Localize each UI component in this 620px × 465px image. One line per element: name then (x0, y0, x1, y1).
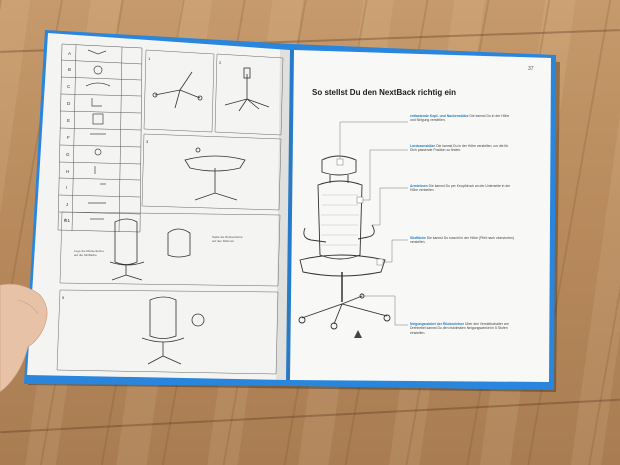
svg-text:4: 4 (64, 217, 67, 222)
backrest (317, 180, 363, 260)
svg-text:F: F (67, 135, 70, 140)
paragraph-lumbar: Lordosenstütze Die kannst Du in der Höhe… (410, 144, 509, 153)
svg-text:2: 2 (219, 60, 222, 65)
svg-text:G1: G1 (64, 218, 71, 223)
chair-sketch-step5 (141, 296, 205, 365)
step4-notes: Lege die Rückenlehne auf die Sitzfläche … (74, 235, 243, 257)
chair-illustration (298, 155, 391, 330)
svg-text:auf die Sitzfläche: auf die Sitzfläche (74, 253, 97, 257)
svg-text:B: B (68, 67, 71, 72)
seat-sketch (184, 147, 246, 201)
svg-text:auf den Rahmen: auf den Rahmen (212, 239, 235, 243)
chair-base-sketch (152, 67, 270, 112)
seat (299, 254, 386, 277)
page-number: 37 (528, 66, 534, 72)
step-numbers: 1 2 3 4 5 (62, 56, 222, 300)
svg-text:Lege die Rückenlehne: Lege die Rückenlehne (74, 249, 104, 253)
svg-text:5: 5 (62, 295, 65, 300)
paragraph-armrests: Armlehnen Die kannst Du per Knopfdruck a… (410, 184, 511, 193)
svg-text:G: G (66, 152, 70, 157)
step-boxes (56, 49, 284, 375)
armrest-left (303, 227, 327, 243)
svg-text:A: A (68, 51, 71, 56)
svg-text:D: D (67, 101, 71, 106)
svg-text:C: C (67, 84, 71, 89)
svg-text:Stelle die Rückenlehne: Stelle die Rückenlehne (212, 235, 243, 239)
svg-text:I: I (66, 185, 67, 190)
headrest (321, 155, 357, 176)
paragraph-headrest: entlastende Kopf- und Nackenstütze Die k… (410, 114, 510, 123)
paragraph-tilt: Neigungswinkel der Rückenlehne Über den … (410, 322, 509, 335)
parts-sketches (85, 49, 111, 220)
svg-text:J: J (66, 202, 68, 207)
armrest-right (357, 224, 375, 240)
svg-text:3: 3 (146, 139, 149, 144)
page-title: So stellst Du den NextBack richtig ein (312, 88, 457, 97)
parts-letters: A B C D E F G H I J G1 (64, 51, 71, 223)
svg-text:1: 1 (148, 56, 151, 61)
parts-table (57, 43, 143, 233)
arrow-icon (354, 330, 362, 338)
svg-text:H: H (66, 169, 69, 174)
chair-sketch-step4 (109, 218, 191, 281)
paragraph-seat: Sitzfläche Die kannst Du sowohl in der H… (410, 236, 515, 245)
base (301, 295, 388, 325)
svg-text:E: E (67, 118, 70, 123)
callout-lines (336, 121, 408, 326)
